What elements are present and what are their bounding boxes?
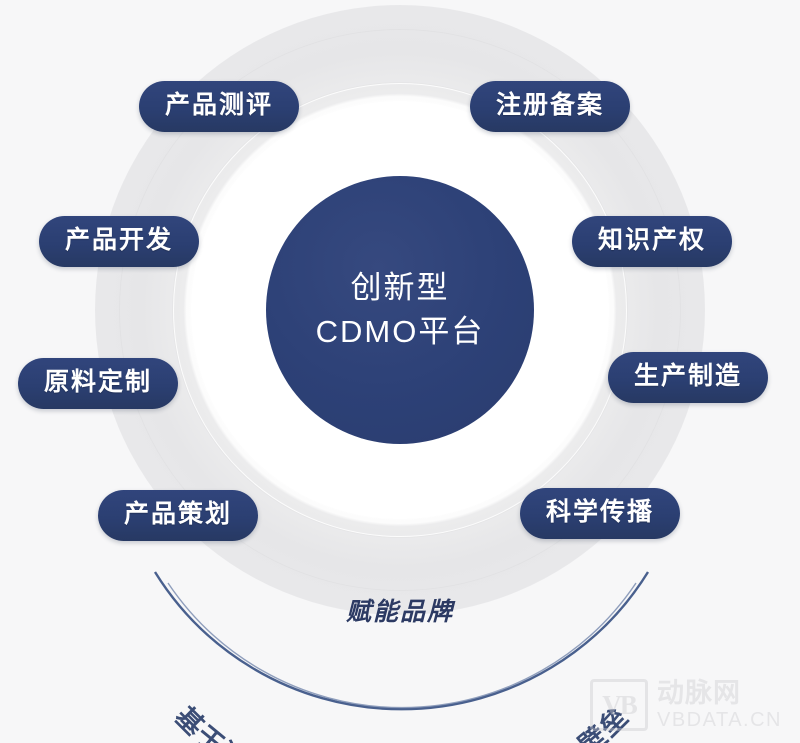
- capability-pill-registration-filing[interactable]: 注册备案: [470, 81, 631, 132]
- watermark: VB 动脉网 VBDATA.CN: [590, 679, 782, 731]
- watermark-name-en: VBDATA.CN: [657, 709, 782, 731]
- capability-pill-product-development[interactable]: 产品开发: [39, 216, 200, 267]
- capability-pill-manufacturing[interactable]: 生产制造: [608, 352, 769, 403]
- ring-outline-inner: [173, 83, 627, 537]
- center-title-line-1: 创新型: [350, 269, 450, 305]
- ring-label-empower-brand: 赋能品牌: [345, 598, 454, 626]
- curved-caption: 基于消费者洞察，打造科学护肤技术壁垒: [169, 701, 634, 743]
- center-title-line-2: CDMO平台: [315, 313, 485, 349]
- capability-pill-raw-material-customization[interactable]: 原料定制: [18, 358, 179, 409]
- watermark-text: 动脉网 VBDATA.CN: [657, 678, 782, 731]
- curved-caption-text: 基于消费者洞察，打造科学护肤技术壁垒: [169, 701, 633, 743]
- capability-pill-product-evaluation[interactable]: 产品测评: [139, 81, 300, 132]
- center-core-circle: 创新型 CDMO平台: [266, 176, 534, 444]
- capability-pill-intellectual-property[interactable]: 知识产权: [572, 216, 733, 267]
- vb-logo-icon: VB: [590, 679, 648, 731]
- capability-pill-science-communication[interactable]: 科学传播: [520, 488, 681, 539]
- capability-pill-product-planning[interactable]: 产品策划: [98, 490, 259, 541]
- watermark-name-cn: 动脉网: [657, 678, 741, 708]
